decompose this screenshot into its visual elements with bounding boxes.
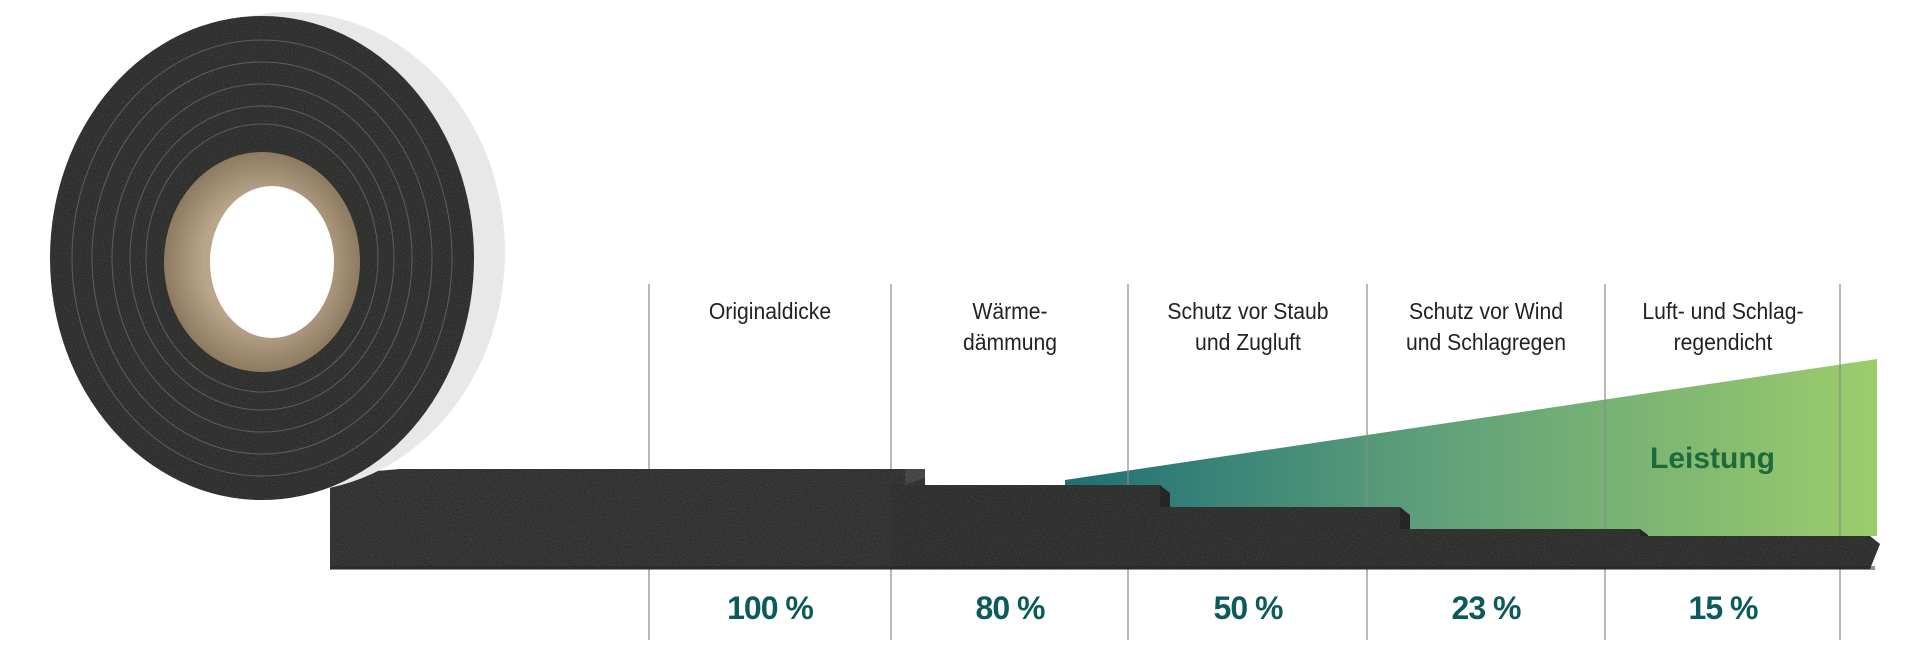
stage-label-line: Schutz vor Staub [1167,298,1329,324]
performance-wedge [1065,359,1877,536]
stage-label-5: Luft- und Schlag-regendicht [1614,296,1833,358]
stage-label-1: Originaldicke [661,296,880,327]
tape-roll [50,12,505,500]
compression-value-5: 15 % [1688,590,1759,626]
foam-strip [330,469,1880,569]
compression-value-4: 23 % [1451,590,1522,626]
stage-label-line: regendicht [1673,329,1773,355]
stage-label-line: Luft- und Schlag- [1642,298,1804,324]
performance-label: Leistung [1650,442,1775,475]
stage-label-line: Originaldicke [708,298,832,324]
stage-label-4: Schutz vor Wind und Schlagregen [1377,296,1596,358]
stage-label-3: Schutz vor Staub und Zugluft [1139,296,1358,358]
compression-value-1: 100 % [727,590,814,626]
stage-label-line: Wärme- [972,298,1048,324]
core-hole [210,186,334,338]
stage-label-2: Wärme-dämmung [901,296,1120,358]
compression-value-2: 80 % [975,590,1046,626]
stage-label-line: und Zugluft [1195,329,1301,355]
stage-dividers [648,284,1841,640]
stage-label-line: dämmung [962,329,1058,355]
stage-label-line: Schutz vor Wind [1408,298,1564,324]
stage-label-line: und Schlagregen [1405,329,1566,355]
compression-value-3: 50 % [1213,590,1284,626]
